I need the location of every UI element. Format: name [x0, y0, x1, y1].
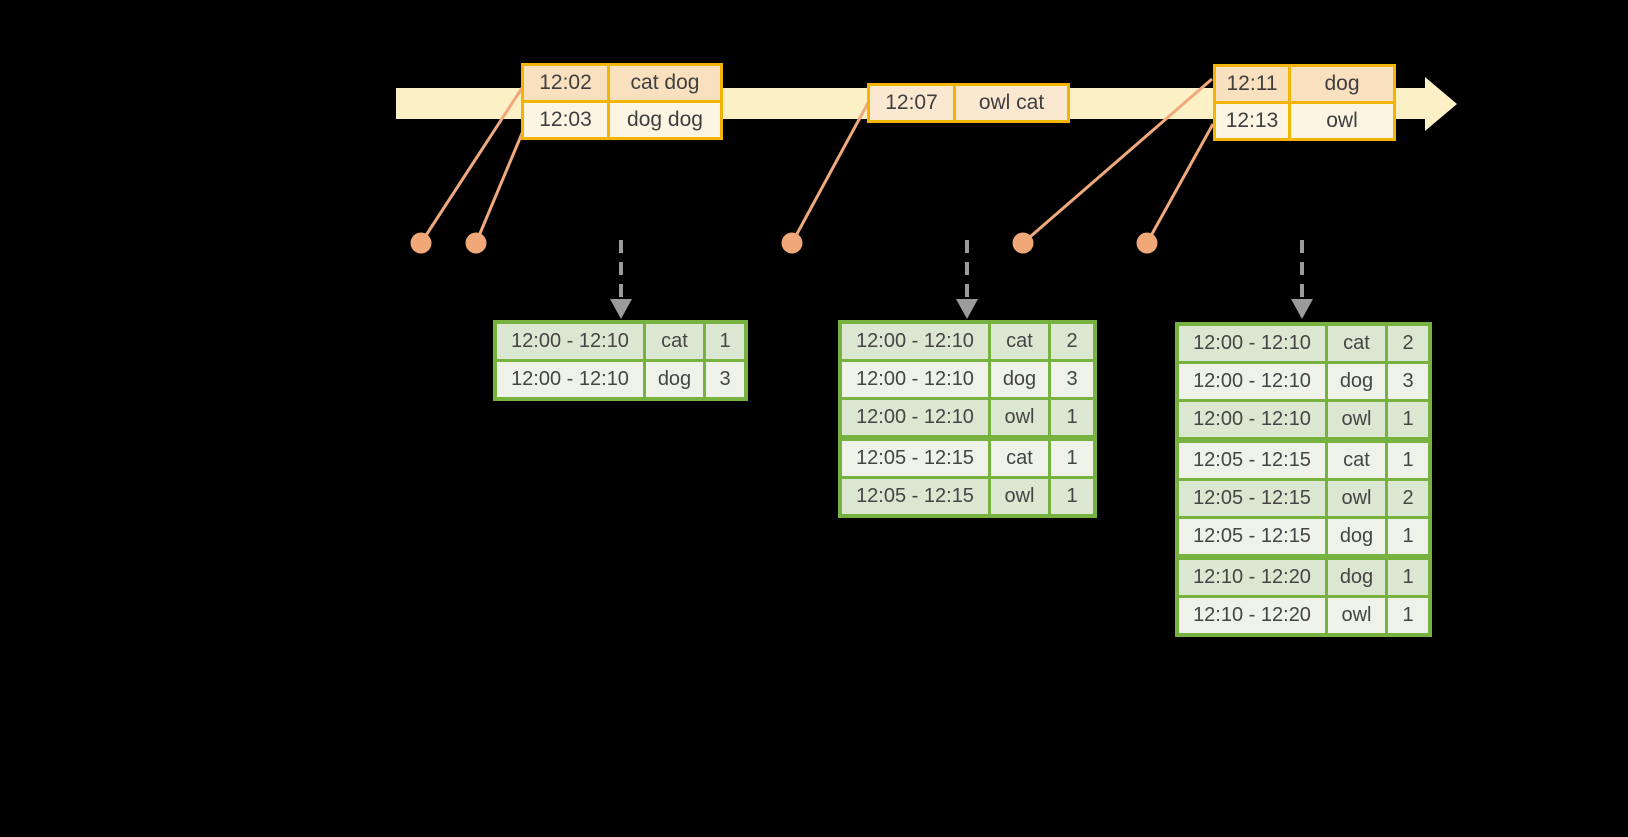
window-cell: 12:05 - 12:15 — [842, 441, 988, 476]
event-time-cell: 12:03 — [524, 103, 607, 137]
connector-line — [474, 130, 525, 244]
event-time-cell: 12:11 — [1216, 67, 1288, 101]
result-row: 12:10 - 12:20 owl 1 — [1179, 598, 1428, 633]
word-cell: owl — [991, 400, 1048, 435]
count-cell: 2 — [1388, 481, 1428, 516]
event-row: 12:13 owl — [1216, 104, 1393, 138]
window-cell: 12:00 - 12:10 — [497, 324, 643, 359]
count-cell: 1 — [1388, 560, 1428, 595]
window-cell: 12:10 - 12:20 — [1179, 598, 1325, 633]
count-cell: 3 — [706, 362, 744, 397]
count-cell: 1 — [1388, 402, 1428, 437]
result-row: 12:05 - 12:15 owl 2 — [1179, 481, 1428, 516]
count-cell: 1 — [706, 324, 744, 359]
connector-line — [1145, 123, 1215, 244]
word-cell: owl — [991, 479, 1048, 514]
event-row: 12:07 owl cat — [870, 86, 1067, 120]
event-words-cell: owl cat — [956, 86, 1067, 120]
connector-line — [419, 87, 524, 244]
event-dot — [1012, 232, 1034, 254]
result-row: 12:00 - 12:10 cat 2 — [1179, 326, 1428, 361]
event-table-3: 12:11 dog 12:13 owl — [1213, 64, 1396, 141]
result-table-2: 12:00 - 12:10 cat 2 12:00 - 12:10 dog 3 … — [838, 320, 1097, 518]
event-words-cell: dog dog — [610, 103, 720, 137]
event-dot — [1136, 232, 1158, 254]
count-cell: 3 — [1051, 362, 1093, 397]
window-cell: 12:00 - 12:10 — [1179, 364, 1325, 399]
result-table-1: 12:00 - 12:10 cat 1 12:00 - 12:10 dog 3 — [493, 320, 748, 401]
word-cell: owl — [1328, 481, 1385, 516]
word-cell: dog — [1328, 519, 1385, 554]
event-table-2: 12:07 owl cat — [867, 83, 1070, 123]
trigger-arrow-head-icon — [1291, 299, 1313, 319]
word-cell: cat — [991, 441, 1048, 476]
count-cell: 1 — [1051, 479, 1093, 514]
event-dot — [781, 232, 803, 254]
result-row: 12:00 - 12:10 owl 1 — [1179, 402, 1428, 437]
count-cell: 1 — [1388, 443, 1428, 478]
event-time-cell: 12:13 — [1216, 104, 1288, 138]
window-cell: 12:05 - 12:15 — [842, 479, 988, 514]
result-table-3: 12:00 - 12:10 cat 2 12:00 - 12:10 dog 3 … — [1175, 322, 1432, 637]
window-cell: 12:05 - 12:15 — [1179, 443, 1325, 478]
word-cell: owl — [1328, 402, 1385, 437]
result-row: 12:00 - 12:10 cat 1 — [497, 324, 744, 359]
count-cell: 1 — [1051, 441, 1093, 476]
word-cell: cat — [1328, 443, 1385, 478]
event-row: 12:03 dog dog — [524, 103, 720, 137]
count-cell: 1 — [1388, 598, 1428, 633]
word-cell: dog — [646, 362, 703, 397]
event-row: 12:11 dog — [1216, 67, 1393, 101]
result-row: 12:10 - 12:20 dog 1 — [1179, 560, 1428, 595]
result-row: 12:00 - 12:10 dog 3 — [842, 362, 1093, 397]
result-row: 12:00 - 12:10 dog 3 — [497, 362, 744, 397]
window-cell: 12:05 - 12:15 — [1179, 481, 1325, 516]
window-cell: 12:00 - 12:10 — [842, 400, 988, 435]
result-row: 12:00 - 12:10 owl 1 — [842, 400, 1093, 435]
count-cell: 1 — [1051, 400, 1093, 435]
window-cell: 12:00 - 12:10 — [842, 362, 988, 397]
event-table-1: 12:02 cat dog 12:03 dog dog — [521, 63, 723, 140]
count-cell: 2 — [1051, 324, 1093, 359]
event-words-cell: cat dog — [610, 66, 720, 100]
window-cell: 12:05 - 12:15 — [1179, 519, 1325, 554]
count-cell: 1 — [1388, 519, 1428, 554]
event-words-cell: dog — [1291, 67, 1393, 101]
window-cell: 12:00 - 12:10 — [1179, 402, 1325, 437]
result-row: 12:05 - 12:15 owl 1 — [842, 479, 1093, 514]
word-cell: dog — [1328, 560, 1385, 595]
count-cell: 2 — [1388, 326, 1428, 361]
result-row: 12:05 - 12:15 cat 1 — [1179, 443, 1428, 478]
result-row: 12:05 - 12:15 cat 1 — [842, 441, 1093, 476]
window-cell: 12:00 - 12:10 — [1179, 326, 1325, 361]
event-dot — [465, 232, 487, 254]
word-cell: cat — [646, 324, 703, 359]
result-row: 12:05 - 12:15 dog 1 — [1179, 519, 1428, 554]
connector-line — [790, 102, 870, 244]
connector-line — [1022, 77, 1213, 245]
trigger-arrow-head-icon — [610, 299, 632, 319]
word-cell: cat — [1328, 326, 1385, 361]
result-row: 12:00 - 12:10 cat 2 — [842, 324, 1093, 359]
word-cell: owl — [1328, 598, 1385, 633]
timeline-arrowhead-icon — [1425, 77, 1457, 131]
event-words-cell: owl — [1291, 104, 1393, 138]
event-row: 12:02 cat dog — [524, 66, 720, 100]
trigger-arrow-head-icon — [956, 299, 978, 319]
word-cell: dog — [1328, 364, 1385, 399]
window-cell: 12:00 - 12:10 — [842, 324, 988, 359]
event-dot — [410, 232, 432, 254]
window-cell: 12:10 - 12:20 — [1179, 560, 1325, 595]
result-row: 12:00 - 12:10 dog 3 — [1179, 364, 1428, 399]
event-time-cell: 12:07 — [870, 86, 953, 120]
word-cell: dog — [991, 362, 1048, 397]
count-cell: 3 — [1388, 364, 1428, 399]
window-cell: 12:00 - 12:10 — [497, 362, 643, 397]
event-time-cell: 12:02 — [524, 66, 607, 100]
word-cell: cat — [991, 324, 1048, 359]
